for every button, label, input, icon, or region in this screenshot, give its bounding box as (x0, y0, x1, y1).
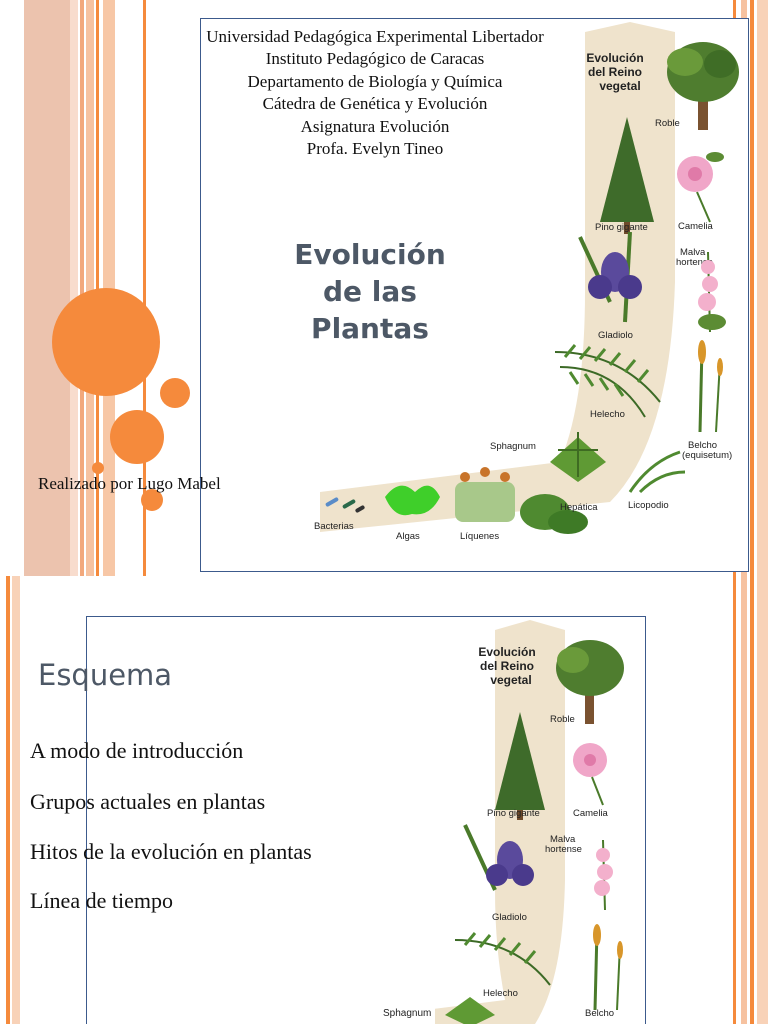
decorative-stripe (86, 0, 94, 576)
label-camelia: Camelia (678, 221, 714, 232)
outline-slide: Evolución del Reino vegetal Roble Pino g… (0, 576, 768, 1024)
title-line: Evolución (294, 238, 446, 271)
header-line: Asignatura Evolución (300, 116, 450, 136)
liverwort-icon (520, 494, 588, 534)
mallow-icon (698, 251, 726, 333)
svg-text:Evolución: Evolución (478, 645, 535, 659)
fern-icon (454, 932, 551, 986)
label-algas: Algas (396, 531, 420, 542)
label-roble: Roble (655, 118, 680, 129)
header-line: Departamento de Biología y Química (247, 71, 503, 91)
header-line: Profa. Evelyn Tineo (306, 139, 444, 159)
fern-icon (554, 344, 661, 418)
decorative-stripe (143, 0, 146, 576)
moss-icon (445, 997, 495, 1024)
label-gladiolo: Gladiolo (492, 912, 527, 923)
svg-text:del Reino: del Reino (588, 65, 642, 79)
label-liquenes: Líquenes (460, 531, 499, 542)
label-belcho: Belcho (585, 1008, 614, 1019)
label-sphagnum: Sphagnum (490, 441, 536, 452)
pine-tree-icon (495, 712, 545, 820)
decorative-stripe (741, 576, 747, 1024)
label-pino: Pino gigante (595, 222, 648, 233)
camellia-icon (677, 152, 724, 223)
decorative-circle (160, 378, 190, 408)
decorative-stripe (757, 576, 768, 1024)
decorative-circle (52, 288, 160, 396)
mallow-icon (594, 839, 613, 911)
algae-icon (385, 485, 440, 516)
clubmoss-icon (628, 450, 686, 494)
decorative-stripe (750, 0, 754, 576)
decorative-circle (110, 410, 164, 464)
title-line: Plantas (311, 312, 429, 345)
decorative-stripe (70, 0, 78, 576)
illus-title-line: vegetal (599, 79, 640, 93)
label-helecho: Helecho (590, 409, 625, 420)
decorative-circle (141, 489, 163, 511)
outline-item: Hitos de la evolución en plantas (30, 839, 312, 864)
label-belcho-2: (equisetum) (682, 450, 732, 461)
label-licopodio: Licopodio (628, 500, 669, 511)
horsetail-icon (698, 340, 723, 433)
horsetail-icon (593, 924, 623, 1011)
oak-tree-icon (556, 640, 624, 724)
decorative-stripe (750, 576, 754, 1024)
outline-item: Grupos actuales en plantas (30, 789, 266, 814)
label-malva: Malva (550, 834, 576, 845)
label-roble: Roble (550, 714, 575, 725)
label-bacterias: Bacterias (314, 521, 354, 532)
oak-tree-icon (667, 42, 739, 130)
decorative-stripe (12, 576, 20, 1024)
label-sphagnum-2: Sphagnum (383, 1008, 432, 1019)
institution-header: Universidad Pedagógica Experimental Libe… (140, 26, 610, 160)
label-gladiolo: Gladiolo (598, 330, 633, 341)
label-pino: Pino gigante (487, 808, 540, 819)
decorative-stripe (757, 0, 768, 576)
pine-tree-icon (600, 117, 654, 234)
bacteria-icon (325, 497, 365, 513)
plant-evolution-illustration: Evolución del Reino vegetal Roble Pino g… (300, 22, 746, 550)
decorative-stripe (733, 576, 736, 1024)
title-line: de las (323, 275, 417, 308)
camellia-icon (573, 743, 607, 806)
outline-item: A modo de introducción (30, 738, 244, 763)
decorative-stripe (80, 0, 84, 576)
label-malva: Malva (680, 247, 706, 258)
outline-title: Esquema (38, 658, 173, 692)
lichen-icon (455, 467, 515, 522)
title-slide: Evolución del Reino vegetal Roble Pino g… (24, 0, 768, 576)
illus-title-line: del Reino (588, 65, 642, 79)
illus-title-line: Evolución (586, 51, 643, 65)
decorative-stripe (6, 576, 10, 1024)
presentation-title: Evolución de las Plantas (255, 236, 485, 347)
author-credit: Realizado por Lugo Mabel (38, 474, 221, 493)
header-line: Cátedra de Genética y Evolución (262, 94, 488, 114)
decorative-circle (92, 462, 104, 474)
svg-text:del Reino: del Reino (480, 659, 534, 673)
label-belcho: Belcho (688, 440, 717, 451)
label-malva-2: hortense (676, 257, 713, 268)
outline-item: Línea de tiempo (30, 888, 173, 913)
label-camelia: Camelia (573, 808, 609, 819)
label-malva-2: hortense (545, 844, 582, 855)
decorative-stripe (24, 0, 70, 576)
label-hepatica: Hepática (560, 502, 598, 513)
label-helecho: Helecho (483, 988, 518, 999)
iris-icon (578, 231, 642, 323)
moss-icon (550, 432, 606, 482)
svg-text:Evolución: Evolución (586, 51, 643, 65)
svg-text:vegetal: vegetal (490, 673, 531, 687)
iris-icon (463, 824, 534, 891)
header-line: Instituto Pedagógico de Caracas (265, 49, 485, 69)
plant-evolution-illustration: Evolución del Reino vegetal Roble Pino g… (435, 620, 645, 1024)
header-line: Universidad Pedagógica Experimental Libe… (206, 27, 544, 46)
svg-text:vegetal: vegetal (599, 79, 640, 93)
